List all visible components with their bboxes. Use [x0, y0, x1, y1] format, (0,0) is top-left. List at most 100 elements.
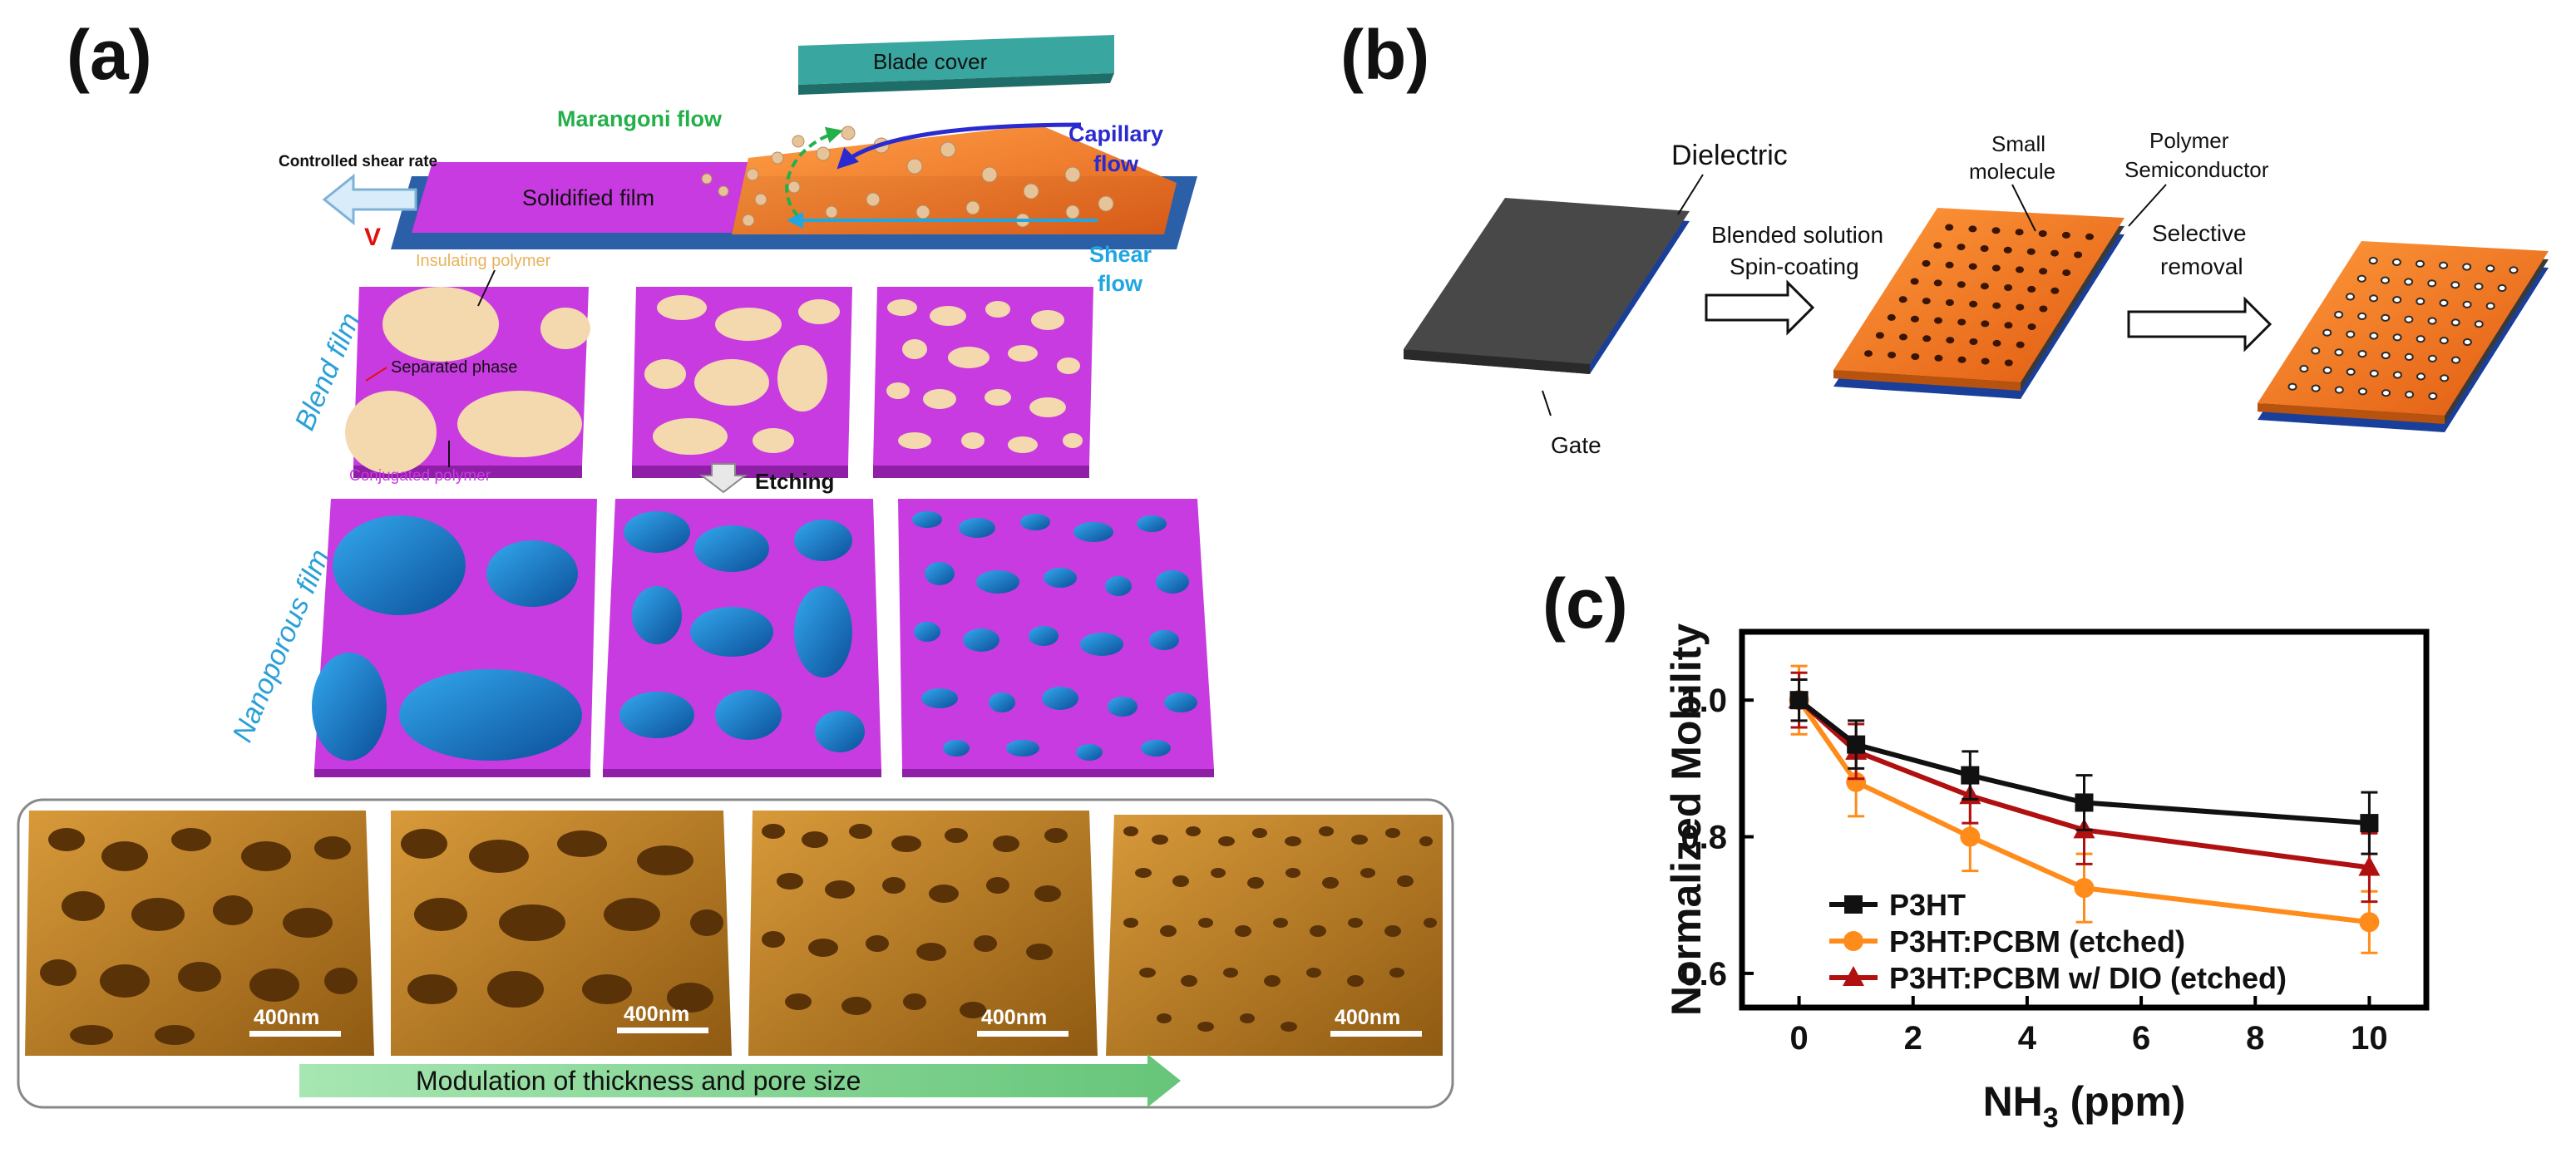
film-dot — [2287, 382, 2297, 391]
y-tick-label: 0.6 — [1680, 956, 1727, 993]
film-dot — [1968, 263, 1977, 270]
x-tick-label: 10 — [2351, 1020, 2388, 1057]
separated-phase-pointer — [365, 367, 387, 382]
film-dot — [2346, 330, 2356, 338]
film-dot — [2299, 364, 2309, 373]
etching-label: Etching — [755, 469, 834, 494]
film-dot — [1922, 259, 1931, 267]
film-dot — [1945, 224, 1954, 231]
film-dot — [2427, 354, 2437, 362]
conjugated-polymer-label: Conjugated polymer — [349, 467, 491, 485]
film-dot — [1981, 357, 1990, 365]
shear-flow-label-1: Shear — [1089, 242, 1152, 267]
film-dot — [2062, 269, 2071, 277]
film-dot — [1887, 313, 1896, 321]
data-point — [1846, 771, 1867, 792]
film-dot — [2369, 294, 2379, 303]
blend-tile-medium — [632, 287, 852, 478]
film-dot — [2405, 391, 2415, 399]
selective-removal-label-2: removal — [2160, 254, 2243, 279]
film-dot — [2404, 352, 2414, 361]
gate-label: Gate — [1551, 432, 1601, 458]
film-dot — [2346, 293, 2355, 301]
film-dot — [2027, 285, 2036, 293]
small-molecule-label-2: molecule — [1969, 159, 2055, 184]
legend-label: P3HT:PCBM w/ DIO (etched) — [1889, 961, 2287, 995]
dielectric-pointer — [1677, 174, 1704, 215]
film-dot — [1992, 339, 2001, 347]
scale-bar-3: 400nm — [977, 1006, 1068, 1037]
film-dot — [1969, 300, 1978, 308]
polymer-semiconductor-pointer — [2128, 184, 2167, 227]
y-tick-label: 0.8 — [1680, 820, 1727, 856]
dielectric-label: Dielectric — [1671, 140, 1788, 171]
film-dot — [1864, 350, 1873, 357]
insulating-polymer-pointer — [477, 269, 496, 307]
film-dot — [2416, 372, 2425, 381]
legend-marker — [1843, 966, 1864, 986]
film-dot — [2334, 348, 2344, 357]
film-dot — [2061, 231, 2070, 239]
data-point — [2360, 814, 2379, 833]
film-dot — [1992, 302, 2001, 309]
legend-label: P3HT — [1889, 888, 1966, 922]
film-dot — [2074, 251, 2083, 259]
film-dot — [2439, 261, 2449, 269]
film-dot — [2462, 300, 2472, 308]
film-dot — [2450, 318, 2460, 327]
blade-coating-schematic: Blade cover Marangoni flow Capillary flo… — [279, 35, 1197, 296]
film-dot — [2462, 338, 2472, 347]
film-dot — [1933, 242, 1942, 249]
blend-tile-small — [873, 287, 1093, 478]
panel-b-label: (b) — [1340, 16, 1429, 94]
film-dot — [2334, 310, 2344, 319]
film-dot — [2346, 367, 2356, 376]
nanoporous-film-row: Nanoporous film — [226, 499, 1214, 777]
selective-removal-label-1: Selective — [2152, 220, 2247, 246]
particles — [701, 126, 1114, 228]
film-dot — [2450, 281, 2460, 289]
spin-coating-arrow — [1705, 279, 1815, 336]
film-dot — [2322, 366, 2332, 374]
data-point — [1847, 735, 1866, 754]
blended-solution-label-2: Spin-coating — [1730, 254, 1859, 279]
film-dot — [1957, 356, 1967, 363]
film-dot — [1968, 225, 1977, 233]
film-dot — [2334, 386, 2344, 394]
separated-phase-label: Separated phase — [391, 358, 517, 377]
film-dot — [2427, 317, 2437, 325]
device-blended — [1833, 208, 2124, 399]
capillary-flow-arrow — [836, 122, 1082, 170]
afm-image-1 — [25, 811, 374, 1056]
film-dot — [2015, 229, 2024, 236]
film-dot — [2391, 258, 2401, 266]
marangoni-flow-label: Marangoni flow — [557, 106, 723, 131]
scale-bar-1-label: 400nm — [254, 1006, 319, 1029]
film-dot — [1991, 264, 2001, 272]
selective-removal-arrow — [2127, 296, 2273, 352]
film-dot — [2485, 264, 2495, 273]
data-point — [1789, 691, 1809, 710]
polymer-semiconductor-label-2: Semiconductor — [2124, 157, 2269, 182]
film-dot — [2357, 312, 2367, 320]
scale-bar-3-label: 400nm — [981, 1006, 1047, 1029]
film-dot — [1981, 320, 1990, 328]
film-dot — [1911, 353, 1920, 360]
film-dot — [2004, 359, 2013, 367]
film-dot — [2356, 274, 2366, 283]
film-dot — [1934, 354, 1943, 362]
film-dot — [1898, 296, 1907, 303]
film-dot — [2381, 351, 2391, 360]
film-dot — [2427, 279, 2437, 288]
film-dot — [1888, 352, 1897, 359]
film-dot — [2311, 347, 2321, 355]
film-dot — [2050, 249, 2059, 257]
film-dot — [1899, 333, 1907, 341]
velocity-arrow — [322, 173, 417, 226]
shear-flow-label-2: flow — [1098, 271, 1143, 296]
film-dot — [2474, 320, 2484, 328]
film-dot — [2004, 322, 2013, 329]
film-dot — [1945, 261, 1954, 269]
